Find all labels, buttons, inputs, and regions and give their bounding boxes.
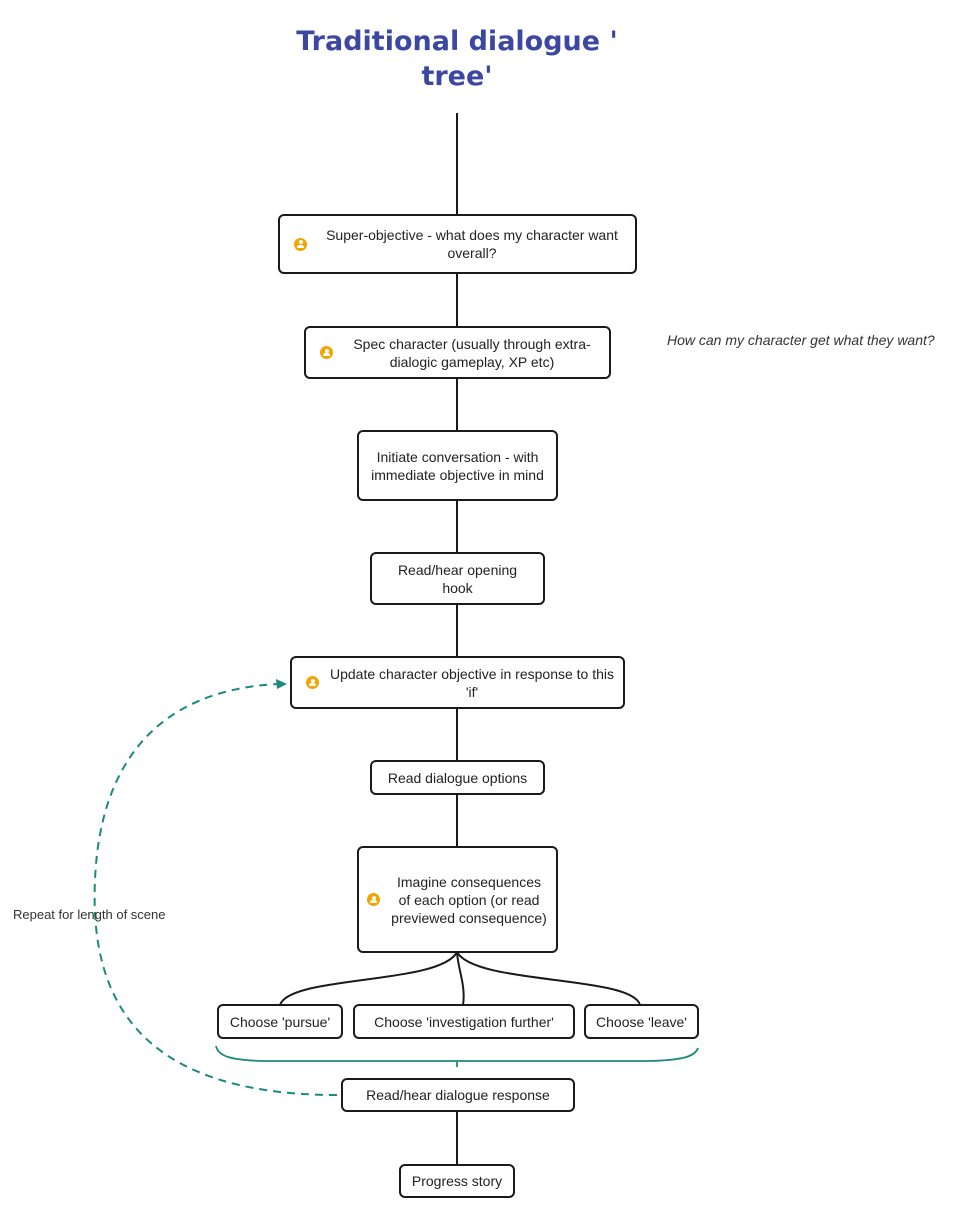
node-label: Super-objective - what does my character… — [326, 227, 618, 261]
person-icon — [320, 346, 333, 359]
node-label: Choose 'investigation further' — [374, 1013, 554, 1030]
node-label: Choose 'pursue' — [229, 1013, 331, 1030]
node-read-options[interactable]: Read dialogue options — [370, 760, 545, 795]
node-label: Read/hear dialogue response — [366, 1087, 550, 1103]
node-dialogue-response[interactable]: Read/hear dialogue response — [341, 1078, 575, 1112]
node-choose-leave[interactable]: Choose 'leave' — [584, 1004, 699, 1039]
node-label: Read/hear opening hook — [397, 561, 518, 596]
node-label: Imagine consequences of each option (or … — [391, 873, 547, 926]
node-label: Read dialogue options — [387, 769, 528, 786]
node-spec-character[interactable]: Spec character (usually through extra-di… — [304, 326, 611, 379]
loop-label: Repeat for length of scene — [13, 907, 166, 922]
node-label: Update character objective in response t… — [329, 665, 615, 700]
node-label: Initiate conversation - with immediate o… — [371, 448, 544, 483]
node-super-objective[interactable]: Super-objective - what does my character… — [278, 214, 637, 274]
loop-arrowhead — [276, 679, 287, 689]
branch-leave — [456, 951, 641, 1006]
diagram-title: Traditional dialogue ' tree' — [296, 26, 618, 92]
brace-bracket — [215, 1045, 699, 1062]
side-note: How can my character get what they want? — [667, 332, 935, 348]
node-update-objective[interactable]: Update character objective in response t… — [290, 656, 625, 709]
node-opening-hook[interactable]: Read/hear opening hook — [370, 552, 545, 605]
node-label: Progress story — [411, 1173, 503, 1189]
node-choose-pursue[interactable]: Choose 'pursue' — [217, 1004, 343, 1039]
node-initiate-conversation[interactable]: Initiate conversation - with immediate o… — [357, 430, 558, 501]
person-icon — [367, 893, 380, 906]
node-label: Spec character (usually through extra-di… — [353, 335, 591, 370]
person-icon — [306, 676, 319, 689]
node-label: Choose 'leave' — [596, 1013, 687, 1030]
node-imagine-consequences[interactable]: Imagine consequences of each option (or … — [357, 846, 558, 953]
node-choose-investigation[interactable]: Choose 'investigation further' — [353, 1004, 575, 1039]
node-progress-story[interactable]: Progress story — [399, 1164, 515, 1198]
branch-investigation — [456, 951, 465, 1006]
branch-pursue — [279, 951, 458, 1006]
person-icon — [294, 237, 307, 251]
